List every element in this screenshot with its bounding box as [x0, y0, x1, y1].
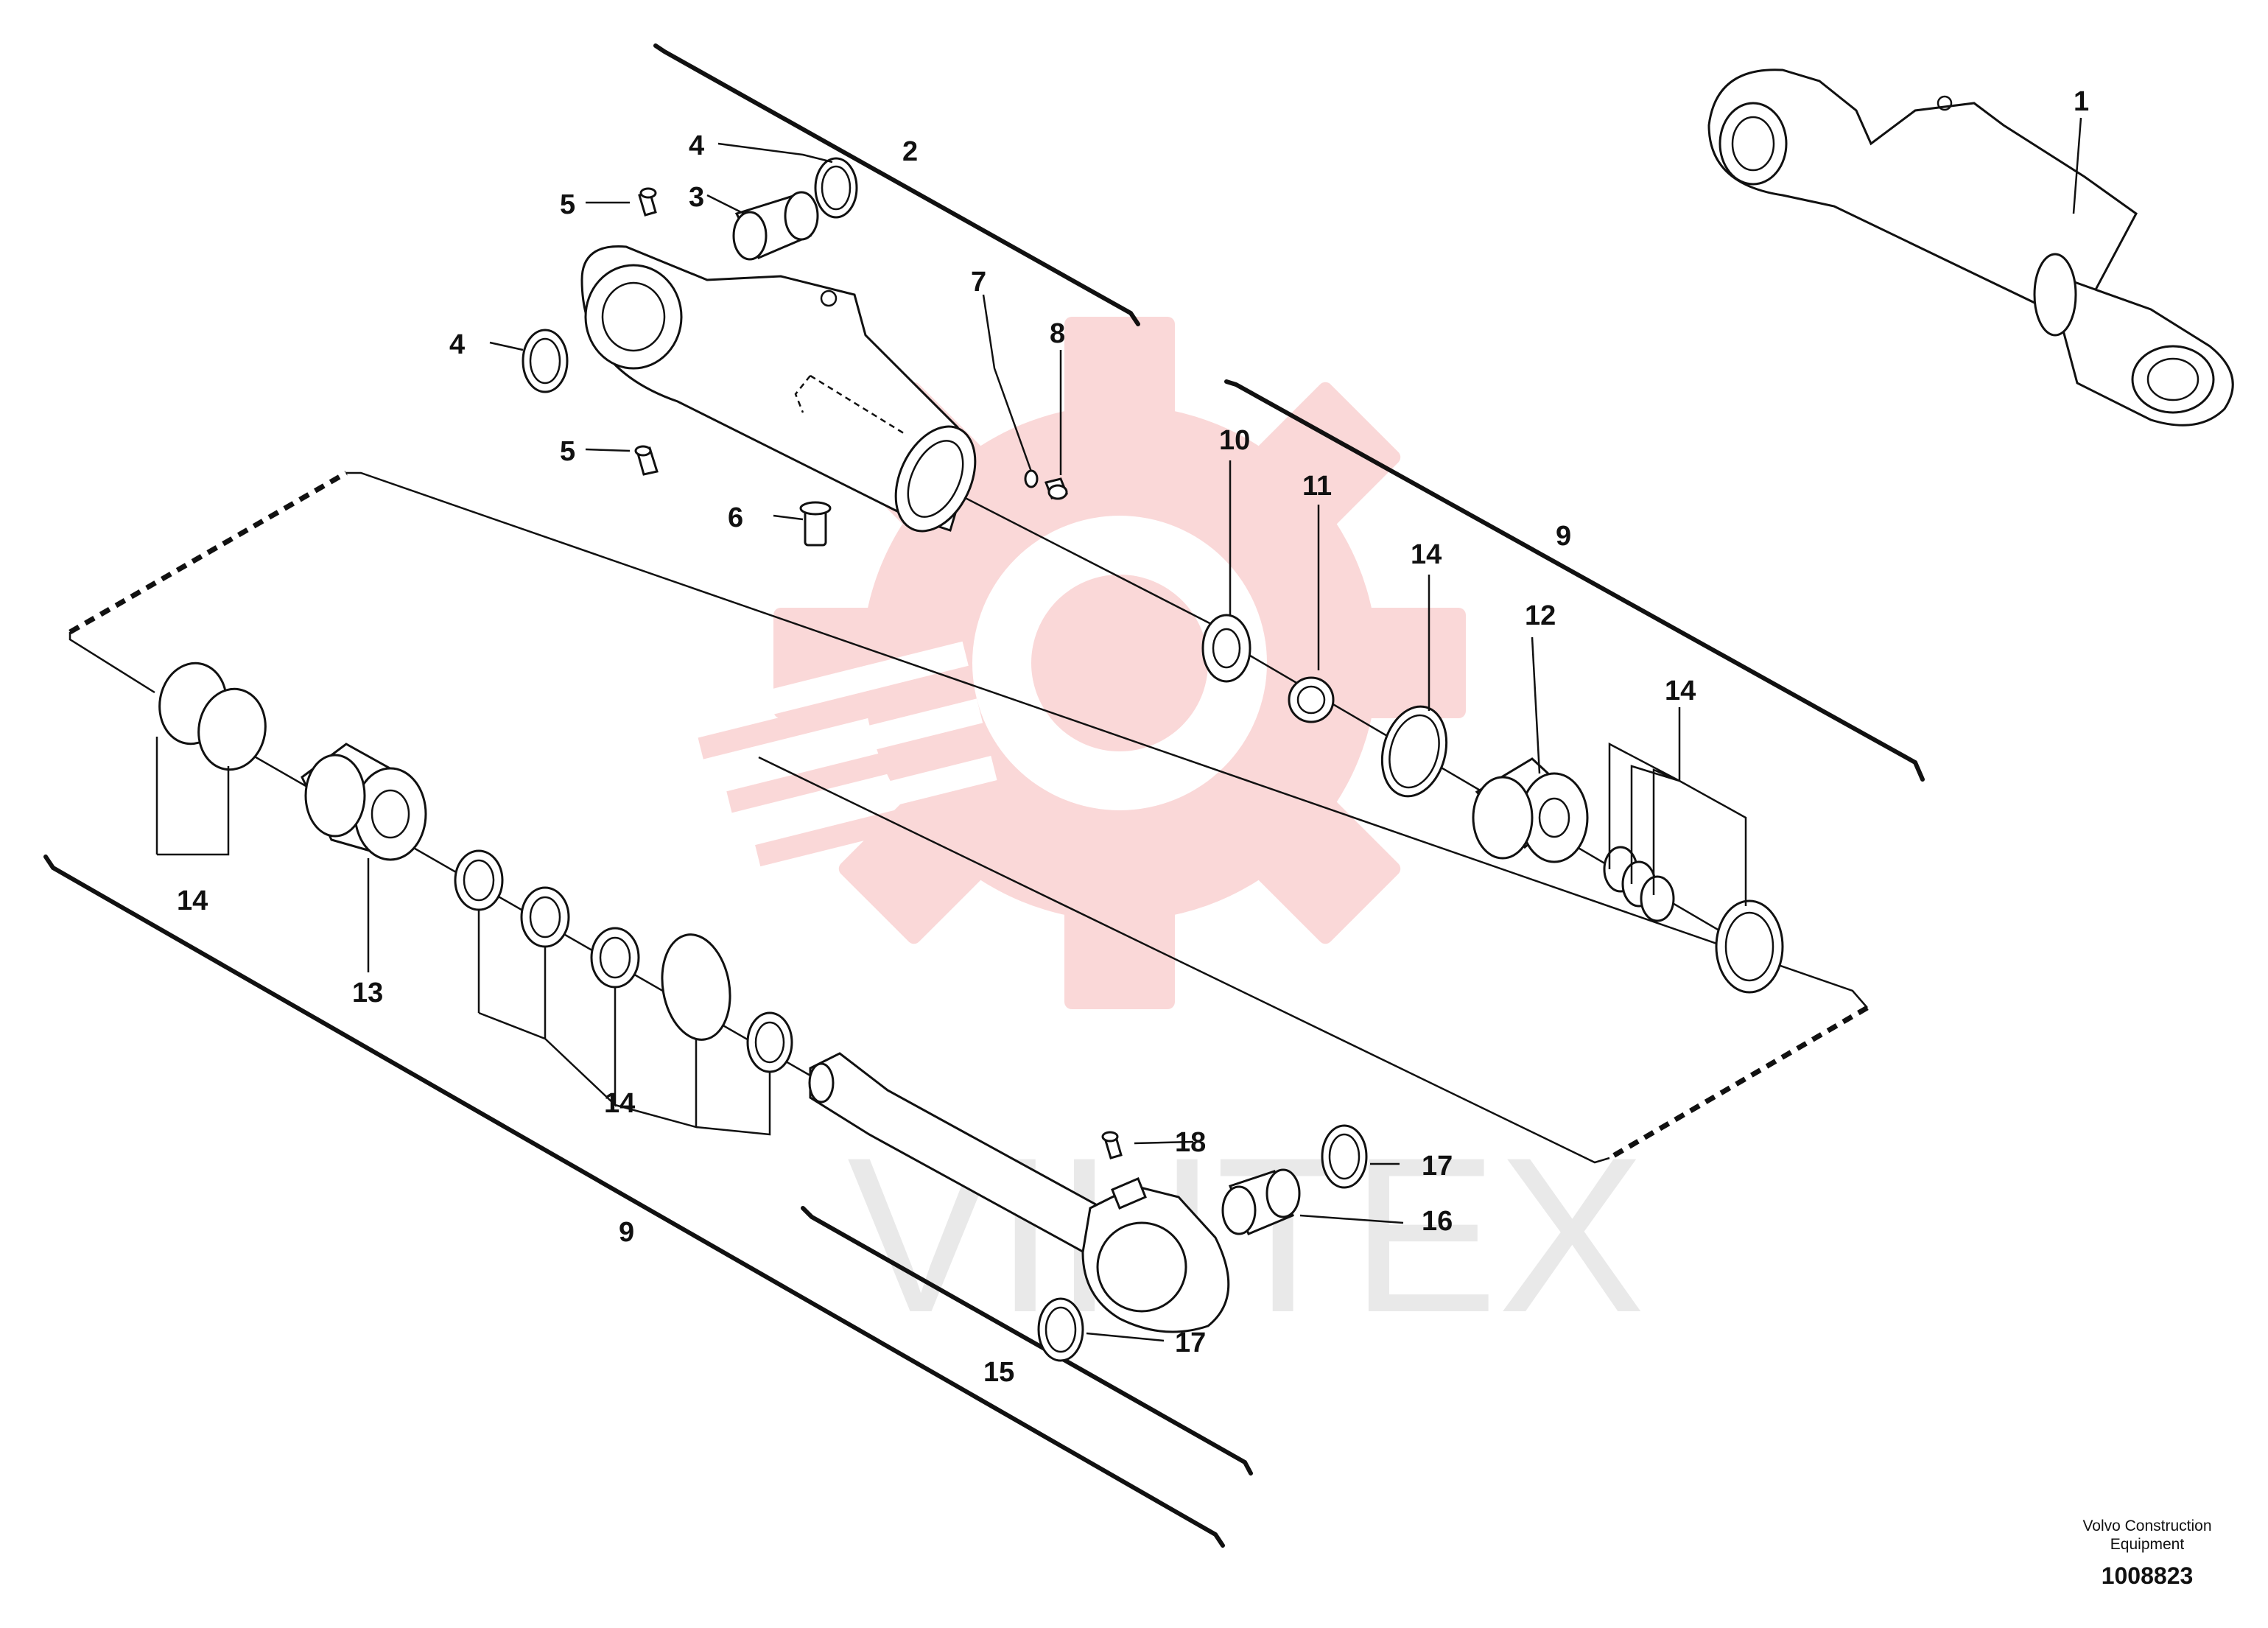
o-ring-part-7	[1024, 469, 1039, 488]
callout-4-lower: 4	[449, 329, 465, 360]
lock-nut-part-10	[1201, 614, 1251, 683]
callout-12: 12	[1525, 600, 1556, 631]
guide-ring-part-14-piston	[1380, 705, 1448, 798]
leader-lines	[155, 117, 2082, 1342]
lock-washer-part-11	[1288, 676, 1335, 723]
callout-14-head-orings: 14	[177, 885, 208, 916]
seal-ring-part-4-upper	[814, 157, 858, 219]
grease-nipple-part-5-upper	[638, 187, 657, 217]
callout-17-upper: 17	[1422, 1151, 1453, 1182]
callout-9-lower: 9	[619, 1217, 634, 1248]
piston-part-12	[1472, 757, 1589, 863]
callout-15: 15	[983, 1357, 1014, 1388]
callout-14-piston-seals: 14	[1665, 676, 1696, 706]
callout-14-piston-guide: 14	[1411, 539, 1442, 570]
seal-ring-part-4-lower	[522, 329, 569, 393]
seal-set-part-14-head	[454, 849, 793, 1073]
callout-14-head-seals: 14	[604, 1088, 635, 1119]
bracket-item-15	[801, 1206, 1253, 1476]
callout-8: 8	[1050, 318, 1065, 349]
seal-ring-part-17-upper	[1321, 1124, 1368, 1189]
o-ring-pair-part-14-head	[158, 662, 267, 771]
bracket-item-9-lower	[43, 855, 1225, 1548]
axis-line-main	[920, 474, 1216, 628]
callout-17-lower: 17	[1175, 1327, 1206, 1358]
bracket-item-2	[653, 43, 1140, 326]
piston-rod-part-15	[808, 1052, 1230, 1333]
seal-kit-dashed-boundary-right	[1608, 1005, 1869, 1161]
seal-set-part-14-piston	[1603, 846, 1784, 994]
cylinder-tube	[580, 245, 977, 533]
seal-kit-dashed-boundary	[69, 470, 348, 635]
assembled-cylinder	[1707, 69, 2234, 427]
seal-ring-part-17-lower	[1037, 1297, 1084, 1362]
grease-nipple-part-5-lower	[634, 445, 659, 476]
grease-nipple-part-18	[1101, 1131, 1123, 1159]
callout-16: 16	[1422, 1206, 1453, 1237]
plug-part-8	[1044, 477, 1069, 500]
callout-9-upper: 9	[1556, 521, 1571, 552]
drawing-number: 1008823	[2102, 1562, 2194, 1589]
callout-1: 1	[2074, 86, 2089, 117]
callout-5-upper: 5	[560, 189, 575, 220]
callout-6: 6	[728, 502, 743, 533]
company-name-line1: Volvo Construction	[2082, 1518, 2211, 1534]
callout-13: 13	[352, 978, 383, 1008]
bushing-part-3	[732, 191, 819, 261]
callout-11: 11	[1302, 471, 1332, 502]
callout-3: 3	[689, 182, 704, 213]
company-name-line2: Equipment	[2110, 1536, 2185, 1553]
callout-5-lower: 5	[560, 436, 575, 467]
bushing-part-16	[1221, 1168, 1301, 1235]
callout-7: 7	[971, 267, 986, 298]
callout-18: 18	[1175, 1127, 1206, 1158]
seal-kit-boundary-line	[69, 471, 1868, 1164]
valve-part-6	[799, 501, 832, 547]
callout-10: 10	[1219, 425, 1250, 456]
callout-4-upper: 4	[689, 130, 704, 161]
callout-2: 2	[902, 136, 918, 167]
cylinder-head-part-13	[301, 743, 427, 861]
bracket-item-9-upper	[1224, 379, 1925, 782]
